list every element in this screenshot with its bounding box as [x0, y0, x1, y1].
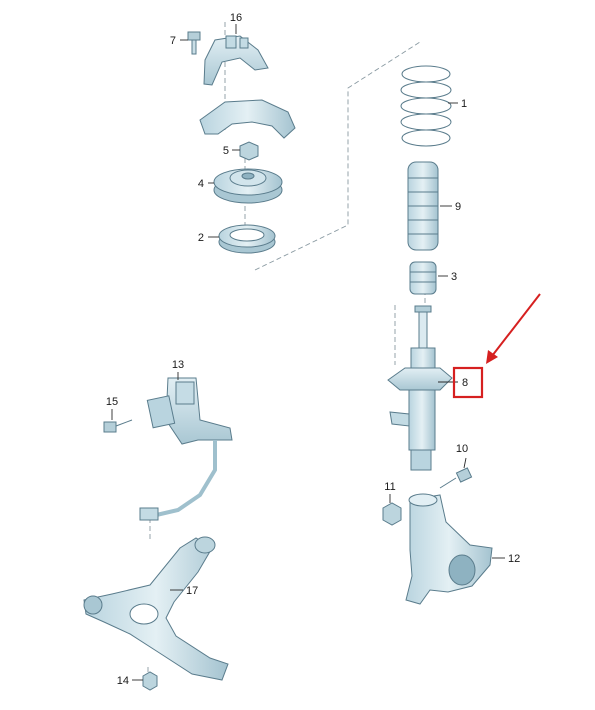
callout-16: 16 — [230, 12, 242, 24]
callout-4: 4 — [198, 178, 204, 190]
part-8-shock-absorber — [387, 305, 453, 471]
part-17-control-arm — [83, 536, 229, 681]
callout-17: 17 — [186, 585, 198, 597]
callout-5: 5 — [223, 145, 229, 157]
callout-9: 9 — [455, 201, 461, 213]
callout-14: 14 — [117, 675, 129, 687]
part-11-nut — [382, 502, 402, 526]
part-16-strut-bracket — [203, 35, 269, 86]
highlight-arrow — [491, 293, 541, 357]
part-9-dust-boot — [407, 161, 439, 251]
callout-8: 8 — [462, 377, 468, 389]
part-4-strut-mount — [213, 168, 283, 204]
part-15-bolt — [103, 419, 133, 433]
callout-2: 2 — [198, 232, 204, 244]
part-14-nut — [142, 671, 158, 691]
arrow-head-icon — [486, 350, 498, 364]
callout-11: 11 — [384, 481, 395, 493]
callout-12: 12 — [508, 553, 520, 565]
sensor-wire — [139, 440, 217, 521]
part-10-bolt — [439, 467, 473, 489]
callout-15: 15 — [106, 396, 118, 408]
part-13-bracket — [146, 377, 233, 445]
part-7-bolt — [187, 31, 201, 55]
callout-10: 10 — [456, 443, 468, 455]
callout-1: 1 — [461, 98, 467, 110]
callout-3: 3 — [451, 271, 457, 283]
highlight-box — [452, 366, 484, 399]
part-1-coil-spring — [400, 65, 452, 147]
callout-labels: 16 7 1 5 4 9 2 3 8 10 11 12 13 15 17 14 — [106, 12, 520, 687]
part-3-bump-stop — [409, 261, 437, 295]
part-2-bearing — [218, 224, 276, 254]
highlight-annotation — [452, 293, 541, 399]
part-12-steering-knuckle — [405, 493, 493, 605]
leader-lines — [111, 24, 505, 681]
part-5-nut — [239, 141, 259, 161]
callout-7: 7 — [170, 35, 176, 47]
strut-cover-plate — [199, 99, 296, 139]
callout-13: 13 — [172, 359, 184, 371]
